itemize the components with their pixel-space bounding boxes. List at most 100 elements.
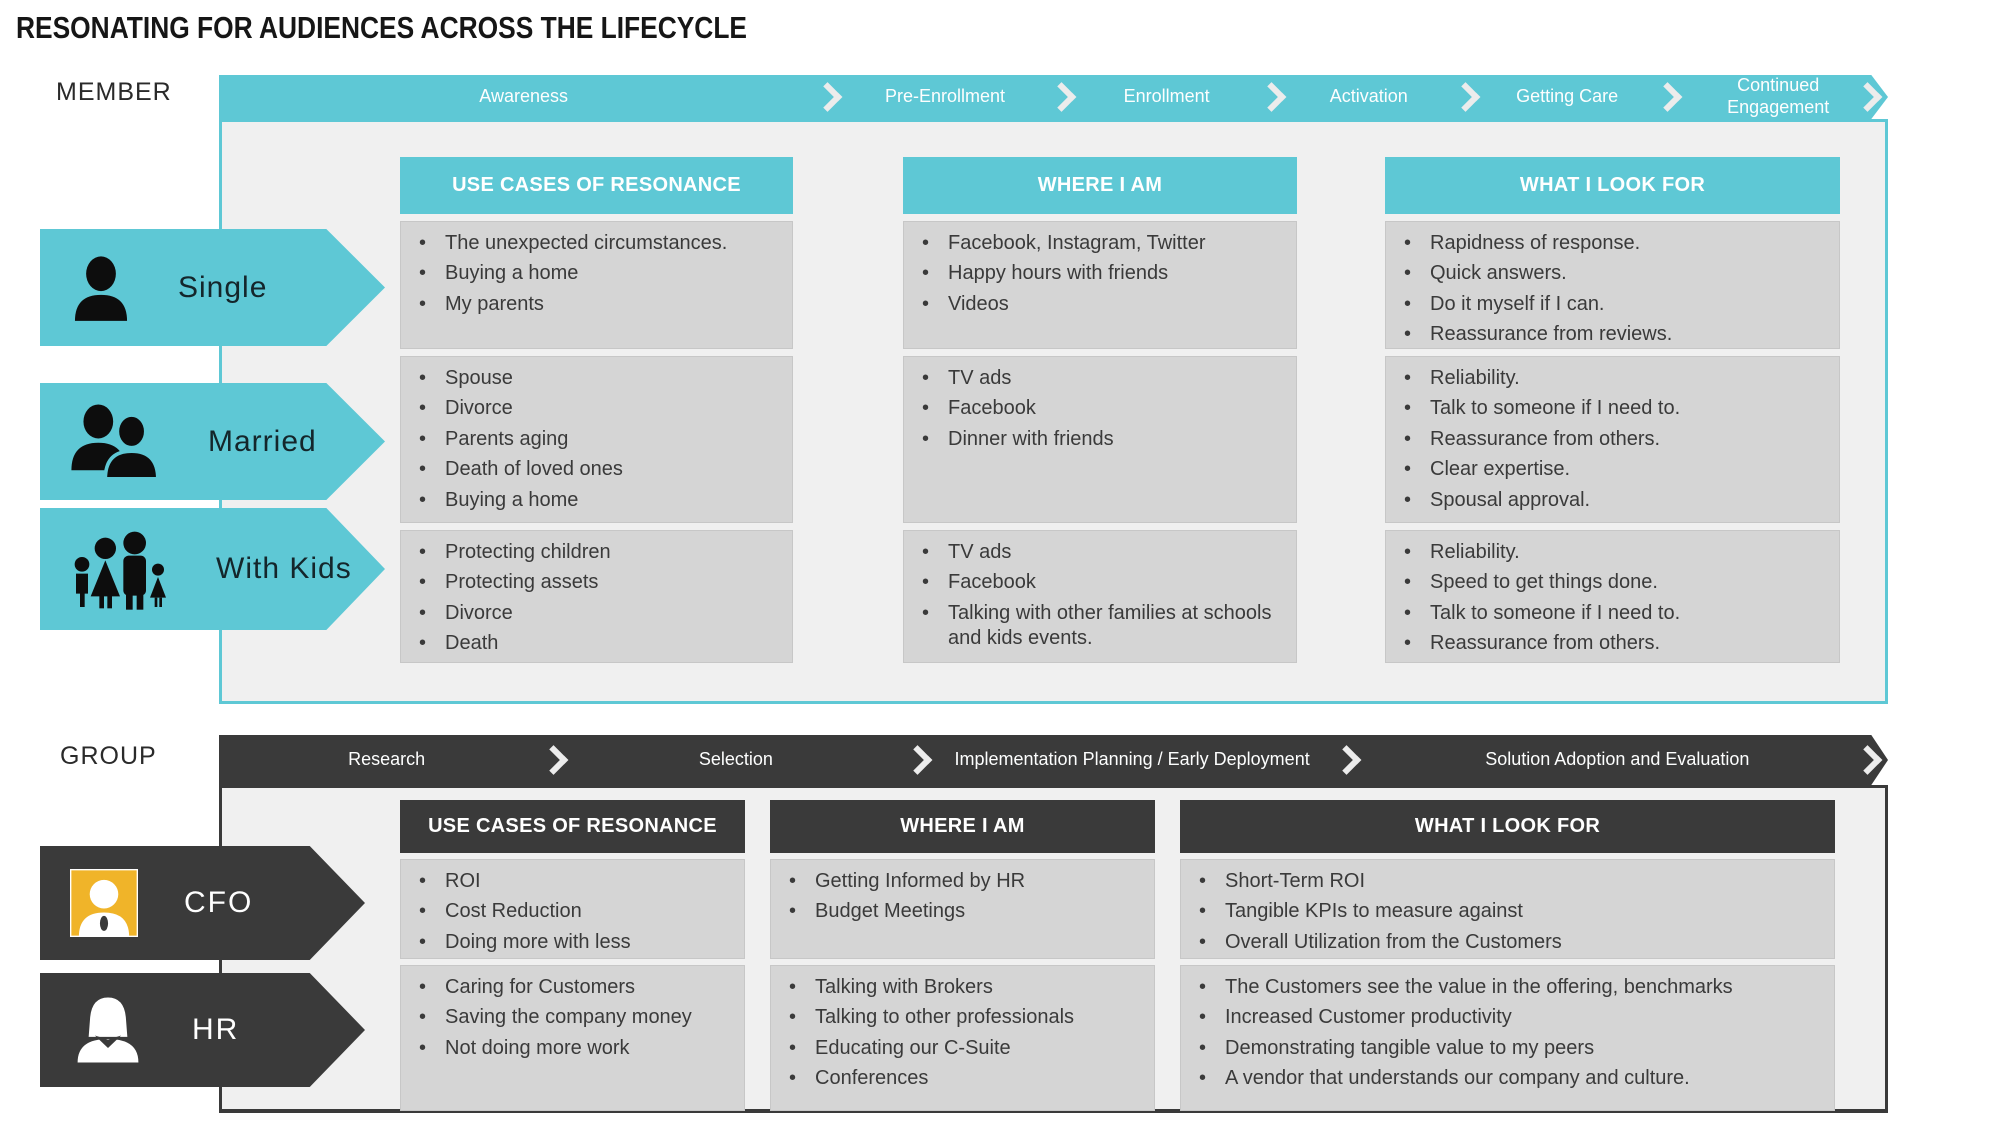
cell-member-single-lookfor: Rapidness of response. Quick answers. Do i… [1385,221,1840,349]
audience-arrow-with-kids: With Kids [40,508,385,630]
bullet-item: Death [401,631,786,657]
bullet-item: The unexpected circumstances. [401,231,786,257]
family-icon [70,527,170,611]
bullet-item: Videos [904,292,1290,318]
lifecycle-stage: Selection [554,735,917,785]
cell-member-withkids-where: TV adsFacebookTalking with other familie… [903,530,1297,663]
cell-group-cfo-where: Getting Informed by HR Budget Meetings [770,859,1155,959]
group-header-use-cases: USE CASES OF RESONANCE [400,800,745,853]
hr-person-icon [70,994,146,1066]
bullet-item: Getting Informed by HR [771,869,1148,895]
bullet-item: Talking to other professionals [771,1005,1148,1031]
bullet-item: Buying a home [401,488,786,514]
bullet-item: Doing more with less [401,930,738,956]
bullet-item: Divorce [401,601,786,627]
bullet-item: TV ads [904,540,1290,566]
bullet-item: Demonstrating tangible value to my peers [1181,1036,1828,1062]
group-column-what-i-look-for: WHAT I LOOK FOR Short-Term ROI Tangible K… [1180,800,1835,1111]
bullet-item: Protecting assets [401,570,786,596]
bullet-item: Quick answers. [1386,261,1833,287]
bullet-item: ROI [401,869,738,895]
lifecycle-stage: Continued Engagement [1668,75,1888,119]
lifecycle-stage: Solution Adoption and Evaluation [1347,735,1888,785]
bullet-item: Protecting children [401,540,786,566]
lifecycle-stage: Research [219,735,554,785]
bullet-item: Spousal approval. [1386,488,1833,514]
audience-arrow-married: Married [40,383,385,500]
audience-arrow-cfo: CFO [40,846,365,960]
bullet-item: Caring for Customers [401,975,738,1001]
bullet-item: Reassurance from others. [1386,427,1833,453]
cell-member-married-where: TV adsFacebookDinner with friends [903,356,1297,523]
audience-label: CFO [184,886,254,919]
bullet-item: Tangible KPIs to measure against [1181,899,1828,925]
cell-member-married-use-cases: SpouseDivorceParents agingDeath of loved… [400,356,793,523]
bullet-item: Talk to someone if I need to. [1386,396,1833,422]
lifecycle-stage: Awareness [219,75,828,119]
bullet-item: Short-Term ROI [1181,869,1828,895]
cell-member-single-where: Facebook, Instagram, TwitterHappy hours … [903,221,1297,349]
bullet-item: Reliability. [1386,540,1833,566]
bullet-item: Spouse [401,366,786,392]
member-header-use-cases: USE CASES OF RESONANCE [400,157,793,214]
bullet-item: Rapidness of response. [1386,231,1833,257]
bullet-item: Talk to someone if I need to. [1386,601,1833,627]
member-column-what-i-look-for: WHAT I LOOK FOR Rapidness of response. Qu… [1385,157,1840,663]
member-header-what-i-look-for: WHAT I LOOK FOR [1385,157,1840,214]
group-header-where-i-am: WHERE I AM [770,800,1155,853]
page-title: RESONATING FOR AUDIENCES ACROSS THE LIFE… [16,10,748,45]
bullet-item: Conferences [771,1066,1148,1092]
cell-member-withkids-lookfor: Reliability.Speed to get things done.Tal… [1385,530,1840,663]
bullet-item: Facebook [904,396,1290,422]
group-column-use-cases: USE CASES OF RESONANCE ROI Cost Reduction… [400,800,745,1111]
lifecycle-stage: Getting Care [1466,75,1669,119]
lifecycle-stage: Pre-Enrollment [828,75,1061,119]
cell-group-cfo-lookfor: Short-Term ROI Tangible KPIs to measure a… [1180,859,1835,959]
bullet-item: Reassurance from reviews. [1386,322,1833,348]
cell-group-hr-lookfor: The Customers see the value in the offer… [1180,965,1835,1111]
group-column-where-i-am: WHERE I AM Getting Informed by HR Budget … [770,800,1155,1111]
cfo-person-icon [70,869,138,937]
bullet-item: Budget Meetings [771,899,1148,925]
audience-label: Married [208,424,317,458]
bullet-item: Happy hours with friends [904,261,1290,287]
bullet-item: Divorce [401,396,786,422]
lifecycle-stage: Implementation Planning / Early Deployme… [918,735,1347,785]
bullet-item: Increased Customer productivity [1181,1005,1828,1031]
group-header-what-i-look-for: WHAT I LOOK FOR [1180,800,1835,853]
single-person-icon [70,250,132,326]
bullet-item: A vendor that understands our company an… [1181,1066,1828,1092]
audience-label: HR [192,1013,240,1046]
member-column-where-i-am: WHERE I AM Facebook, Instagram, TwitterH… [903,157,1297,663]
bullet-item: Do it myself if I can. [1386,292,1833,318]
bullet-item: Buying a home [401,261,786,287]
lifecycle-stage: Activation [1272,75,1466,119]
cell-member-withkids-use-cases: Protecting childrenProtecting assetsDivo… [400,530,793,663]
audience-arrow-single: Single [40,229,385,346]
member-header-where-i-am: WHERE I AM [903,157,1297,214]
bullet-item: Death of loved ones [401,457,786,483]
bullet-item: My parents [401,292,786,318]
bullet-item: Facebook, Instagram, Twitter [904,231,1290,257]
bullet-item: The Customers see the value in the offer… [1181,975,1828,1001]
bullet-item: Dinner with friends [904,427,1290,453]
cell-member-single-use-cases: The unexpected circumstances. Buying a ho… [400,221,793,349]
bullet-item: Cost Reduction [401,899,738,925]
bullet-item: Talking with other families at schools a… [904,601,1290,652]
audience-label: Single [178,270,268,304]
bullet-item: Reliability. [1386,366,1833,392]
bullet-item: Reassurance from others. [1386,631,1833,657]
bullet-item: Talking with Brokers [771,975,1148,1001]
bullet-item: Facebook [904,570,1290,596]
bullet-item: Clear expertise. [1386,457,1833,483]
audience-arrow-hr: HR [40,973,365,1087]
bullet-item: Overall Utilization from the Customers [1181,930,1828,956]
married-couple-icon [70,402,162,482]
audience-label: With Kids [216,552,352,585]
lifecycle-stage: Enrollment [1062,75,1272,119]
bullet-item: Saving the company money [401,1005,738,1031]
cell-member-married-lookfor: Reliability. Talk to someone if I need to… [1385,356,1840,523]
